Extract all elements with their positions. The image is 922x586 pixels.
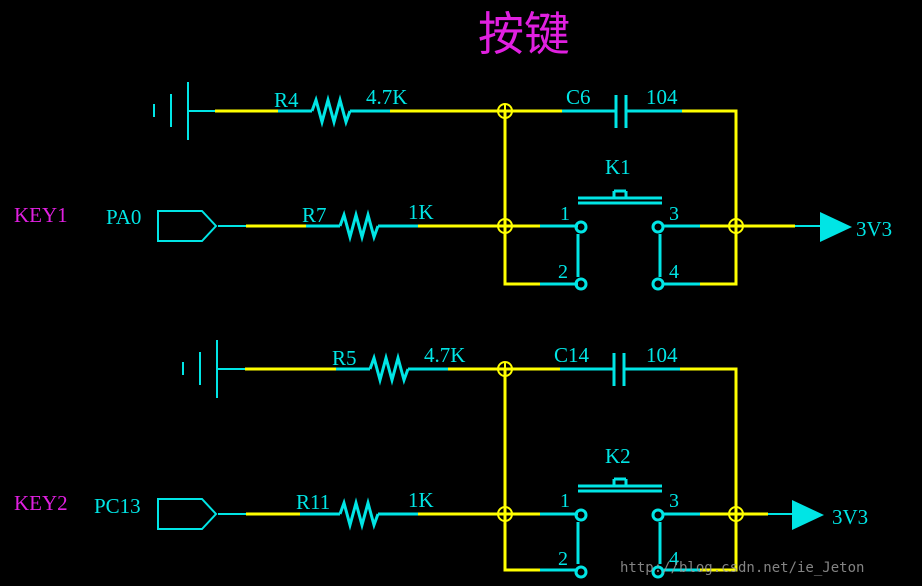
capacitor-c6-ref: C6 (566, 85, 591, 109)
net-label-key1: KEY1 (14, 203, 68, 227)
capacitor-c14-ref: C14 (554, 343, 590, 367)
switch-k2-pin-3: 3 (669, 490, 679, 512)
resistor-r7 (338, 209, 380, 243)
resistor-r11-value: 1K (408, 488, 434, 512)
switch-k1-pin-4: 4 (669, 261, 679, 283)
resistor-r11-ref: R11 (296, 490, 330, 514)
ground-symbol (153, 82, 215, 140)
power-arrow-3v3 (820, 212, 852, 242)
port-label-pa0: PA0 (106, 205, 141, 229)
power-arrow-3v3 (792, 500, 824, 530)
resistor-r7-ref: R7 (302, 203, 327, 227)
resistor-r5-value: 4.7K (424, 343, 465, 367)
switch-k2 (540, 477, 700, 579)
page-title: 按键 (478, 7, 570, 61)
watermark: http://blog.csdn.net/ie_Jeton (620, 560, 864, 576)
resistor-r5-ref: R5 (332, 346, 357, 370)
junction-dots (497, 361, 744, 522)
capacitor-c14-value: 104 (646, 343, 678, 367)
port-label-pc13: PC13 (94, 494, 141, 518)
resistor-r4 (310, 94, 352, 128)
resistor-r7-value: 1K (408, 200, 434, 224)
switch-k1 (540, 189, 700, 291)
junction-dots (497, 103, 744, 234)
capacitor-c14 (612, 353, 626, 386)
switch-k1-pin-1: 1 (560, 203, 570, 225)
circuit-key2: KEY2 PC13 R5 4.7K C14 104 R11 1K K2 1 2 … (14, 340, 868, 579)
port-pc13-symbol (157, 498, 218, 530)
resistor-r5 (368, 352, 410, 386)
resistor-r4-ref: R4 (274, 88, 299, 112)
switch-k1-pin-2: 2 (558, 261, 568, 283)
resistor-r4-value: 4.7K (366, 85, 407, 109)
switch-k2-pin-1: 1 (560, 490, 570, 512)
net-label-key2: KEY2 (14, 491, 68, 515)
switch-k1-ref: K1 (605, 155, 631, 179)
switch-k2-pin-2: 2 (558, 548, 568, 570)
port-pa0-symbol (157, 210, 218, 242)
resistor-r11 (338, 497, 380, 531)
circuit-key1: KEY1 PA0 R4 4.7K C6 104 R7 1K K1 1 2 3 4… (14, 82, 892, 291)
switch-k2-ref: K2 (605, 444, 631, 468)
capacitor-c6-value: 104 (646, 85, 678, 109)
switch-k2-pin-4: 4 (669, 548, 679, 570)
switch-k1-pin-3: 3 (669, 203, 679, 225)
power-label-3v3: 3V3 (856, 217, 892, 241)
capacitor-c6 (614, 95, 628, 128)
power-label-3v3: 3V3 (832, 505, 868, 529)
ground-symbol (182, 340, 245, 398)
